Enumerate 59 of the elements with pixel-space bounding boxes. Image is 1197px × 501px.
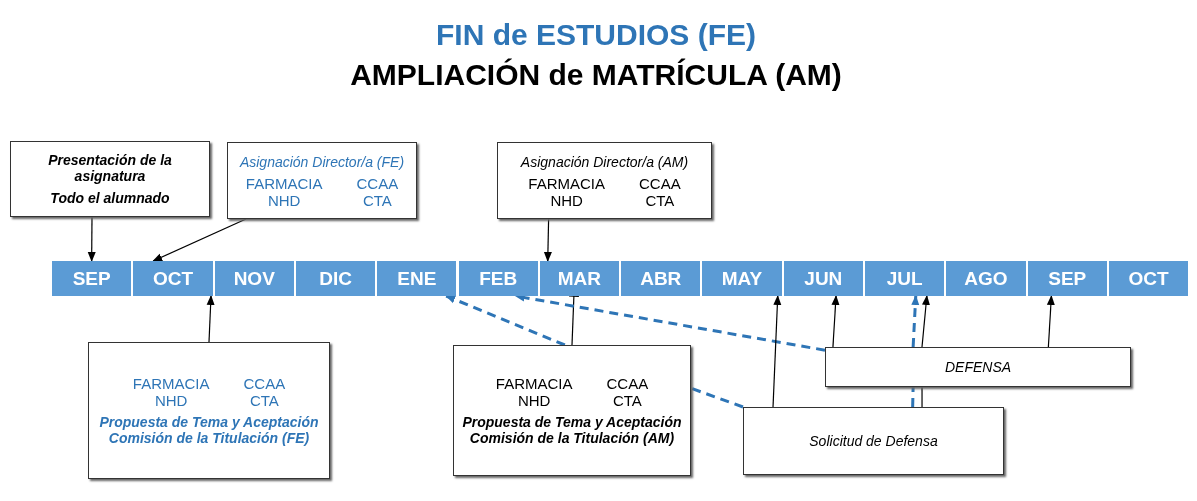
month-cell: FEB: [458, 261, 538, 296]
box-text: Asignación Director/a (AM): [520, 153, 689, 170]
arrow: [206, 295, 215, 343]
arrow: [87, 216, 96, 262]
box-text: Solicitud de Defensa: [809, 433, 938, 449]
box-text: Asignación Director/a (FE): [239, 153, 405, 170]
box-text: Presentación de la asignatura: [47, 152, 173, 184]
month-cell: AGO: [946, 261, 1026, 296]
text-box: [453, 345, 691, 476]
code-label: FARMACIA: [245, 174, 323, 192]
title: FIN de ESTUDIOS (FE): [435, 18, 757, 52]
arrow: [1046, 295, 1055, 348]
text-box: [743, 407, 1004, 475]
code-label: CTA: [248, 391, 280, 409]
code-label: FARMACIA: [495, 374, 573, 392]
month-cell: MAY: [702, 261, 782, 296]
month-cell: OCT: [1108, 261, 1189, 296]
month-cell: MAR: [539, 261, 620, 296]
connector-line: [568, 295, 580, 346]
month-cell: JUN: [783, 261, 863, 296]
text-box: [10, 141, 210, 217]
subtitle: AMPLIACIÓN de MATRÍCULA (AM): [349, 58, 843, 92]
code-label: NHD: [549, 191, 584, 209]
month-cell: SEP: [1027, 261, 1107, 296]
month-cell: NOV: [214, 261, 294, 296]
text-box: [227, 142, 417, 219]
text-box: [88, 342, 330, 479]
text-box: [497, 142, 712, 219]
code-label: NHD: [266, 191, 302, 209]
arrow: [831, 295, 840, 348]
dashed-arrow: [911, 295, 920, 348]
dashed-arrow: [445, 294, 566, 347]
code-label: CCAA: [639, 174, 681, 192]
code-label: NHD: [516, 391, 552, 409]
box-text: Todo el alumnado: [50, 190, 170, 206]
code-label: CCAA: [606, 374, 649, 392]
month-cell: ENE: [377, 261, 457, 296]
code-label: CTA: [611, 391, 643, 409]
box-text: DEFENSA: [944, 359, 1012, 375]
code-label: CCAA: [243, 374, 286, 392]
month-cell: OCT: [133, 261, 213, 296]
code-label: CTA: [644, 191, 676, 209]
arrow: [772, 295, 782, 408]
code-label: CCAA: [356, 174, 399, 192]
box-text: Propuesta de Tema y Aceptación Comisión de la Titulación (AM): [461, 413, 683, 446]
code-label: NHD: [153, 391, 189, 409]
dashed-arrow: [514, 293, 826, 352]
box-text: Propuesta de Tema y Aceptación Comisión de la Titulación (FE): [98, 413, 320, 446]
month-cell: SEP: [52, 261, 132, 296]
code-label: FARMACIA: [132, 374, 210, 392]
month-cell: ABR: [621, 261, 701, 296]
month-cell: JUL: [865, 261, 945, 296]
arrow: [543, 218, 552, 262]
arrow: [921, 295, 930, 348]
text-box: [825, 347, 1131, 387]
code-label: CTA: [361, 191, 393, 209]
code-label: FARMACIA: [528, 174, 605, 192]
month-cell: DIC: [295, 261, 376, 296]
arrow: [152, 218, 247, 262]
